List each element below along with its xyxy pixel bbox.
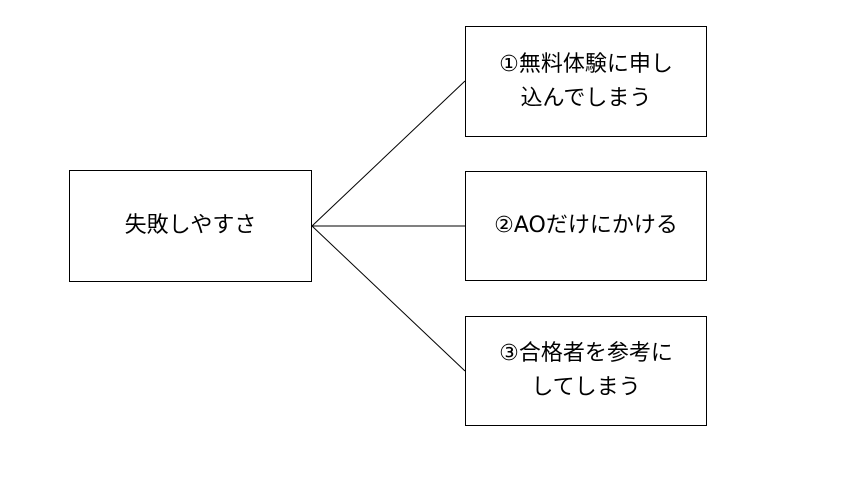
child-node-3: ③合格者を参考に してしまう	[465, 316, 707, 426]
child-node-3-label: ③合格者を参考に してしまう	[499, 341, 673, 400]
child-node-1-label: ①無料体験に申し 込んでしまう	[499, 51, 673, 111]
connector-line-3	[311, 225, 466, 372]
child-node-2: ②AOだけにかける	[465, 171, 707, 281]
child-node-1: ①無料体験に申し 込んでしまう	[465, 26, 707, 137]
child-node-2-label: ②AOだけにかける	[494, 213, 678, 238]
connector-line-1	[311, 80, 466, 227]
root-node: 失敗しやすさ	[69, 170, 312, 282]
root-node-label: 失敗しやすさ	[124, 213, 257, 238]
